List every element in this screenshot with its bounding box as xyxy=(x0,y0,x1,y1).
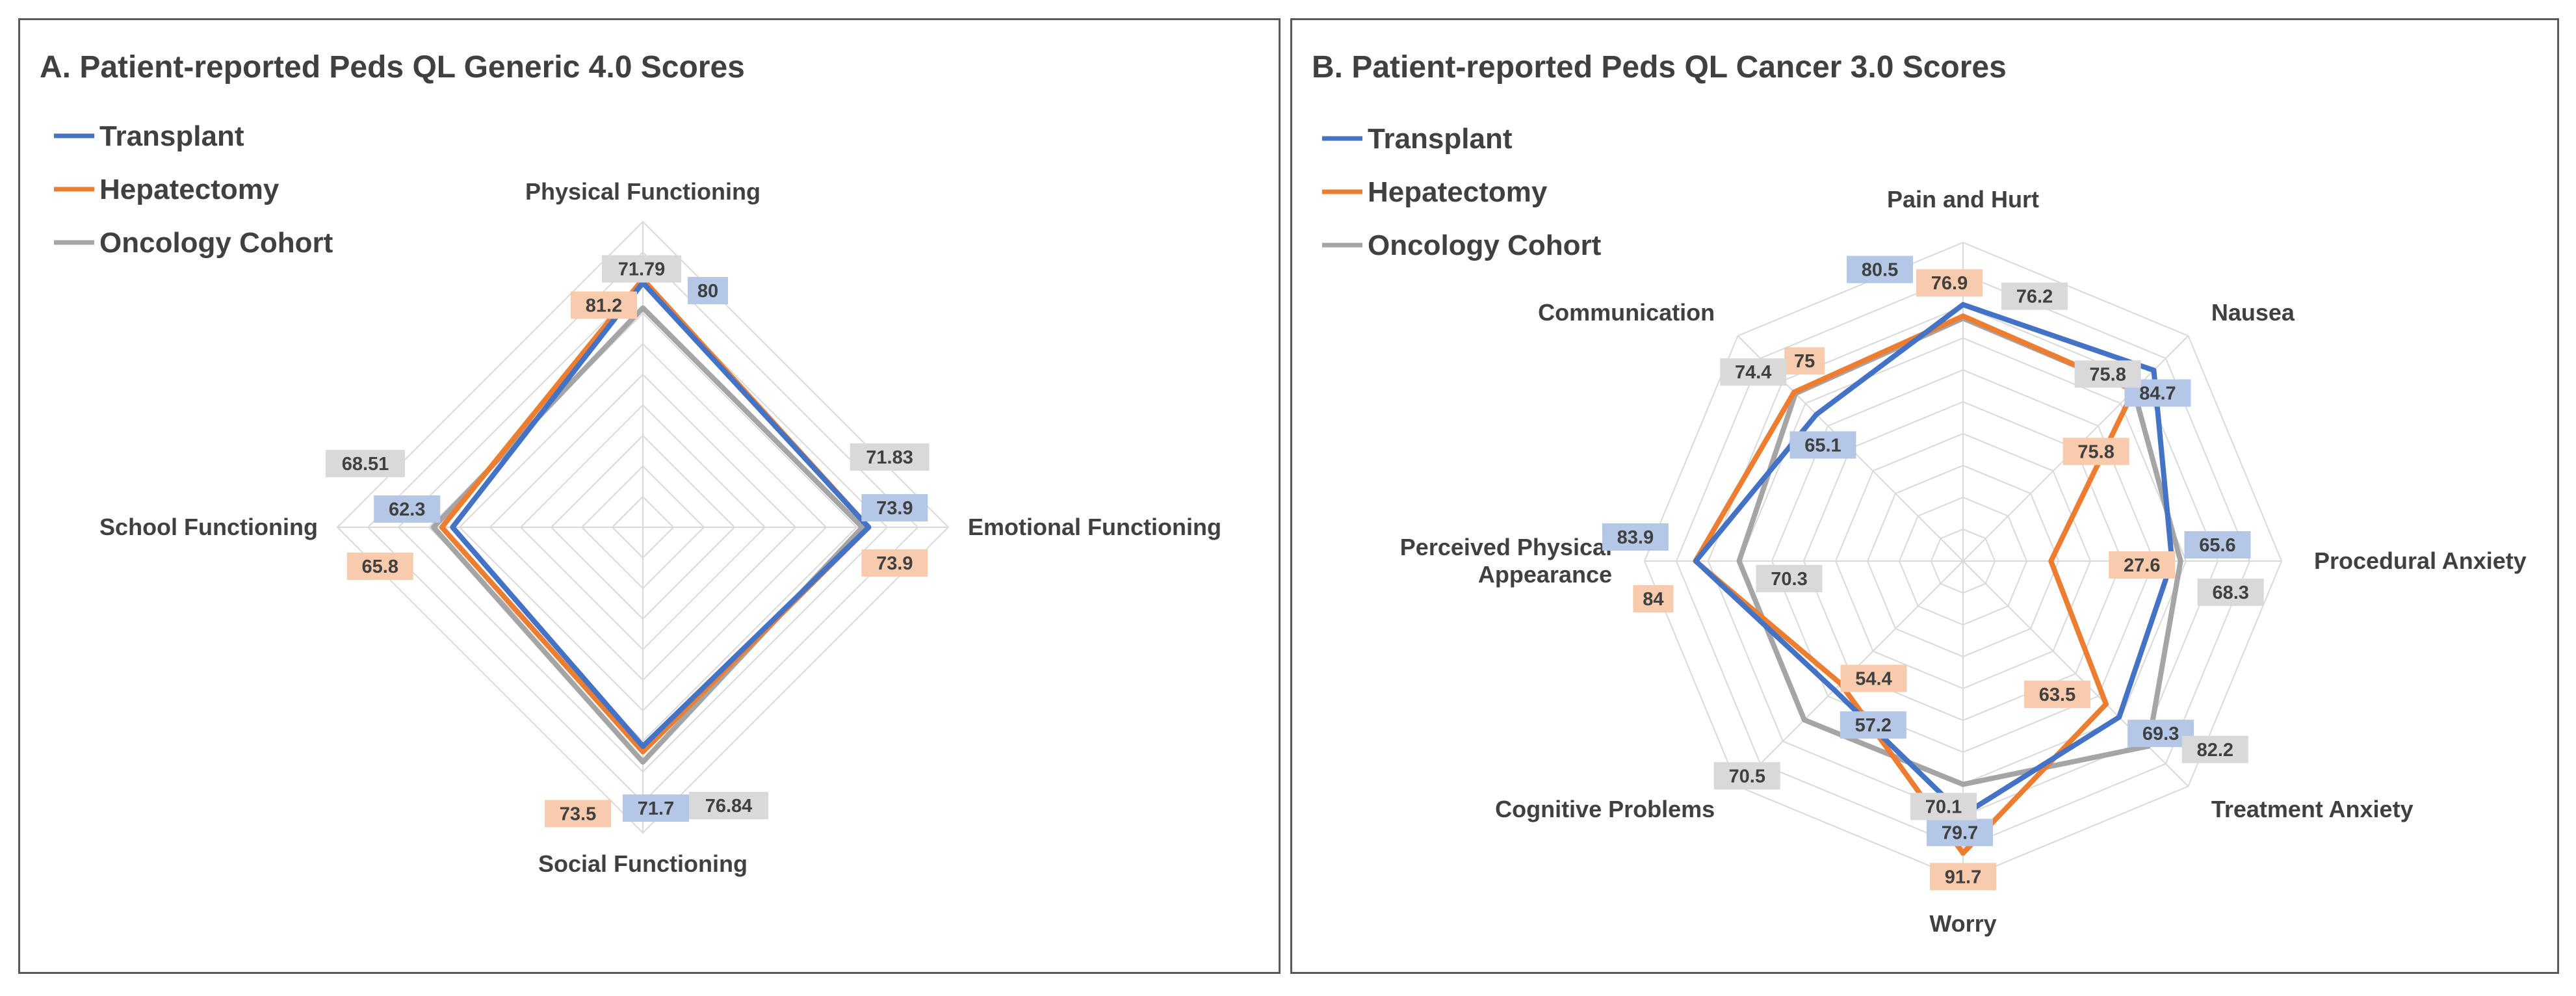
data-label-box xyxy=(2062,438,2129,465)
data-label-transplant: 65.1 xyxy=(1804,435,1841,456)
data-label-box xyxy=(688,277,728,304)
axis-label-communication: Communication xyxy=(1538,299,1715,326)
data-label-hepatectomy: 65.8 xyxy=(362,557,398,577)
data-label-box xyxy=(1916,269,1983,297)
data-label-box xyxy=(2197,579,2264,606)
data-label-box xyxy=(861,494,928,521)
data-label-hepatectomy: 54.4 xyxy=(1855,668,1892,689)
data-label-box xyxy=(2001,282,2068,310)
series-line-transplant xyxy=(450,280,872,749)
data-label-box xyxy=(374,495,441,523)
data-label-hepatectomy: 75 xyxy=(1794,351,1815,372)
axis-label-emotional-functioning: Emotional Functioning xyxy=(968,514,1221,540)
data-label-box xyxy=(1789,431,1856,459)
data-label-box xyxy=(850,443,930,471)
chart-title: A. Patient-reported Peds QL Generic 4.0 … xyxy=(40,50,745,85)
axis-label-worry: Worry xyxy=(1929,910,1996,937)
data-label-oncology-cohort: 75.8 xyxy=(2089,364,2126,385)
data-label-transplant: 80.5 xyxy=(1862,260,1898,281)
legend-label-hepatectomy: Hepatectomy xyxy=(99,174,280,205)
axis-label-treatment-anxiety: Treatment Anxiety xyxy=(2211,796,2413,822)
data-label-box xyxy=(861,549,928,577)
legend-label-oncology-cohort: Oncology Cohort xyxy=(1368,229,1602,261)
data-label-box xyxy=(1784,347,1825,375)
data-label-box xyxy=(1847,256,1913,283)
data-label-oncology-cohort: 74.4 xyxy=(1735,362,1771,383)
data-label-oncology-cohort: 70.5 xyxy=(1729,766,1765,787)
data-label-oncology-cohort: 70.1 xyxy=(1925,796,1962,817)
data-label-box xyxy=(1840,664,1907,692)
data-label-hepatectomy: 73.9 xyxy=(876,553,913,574)
grid-spoke xyxy=(1962,560,2189,787)
data-label-box xyxy=(623,794,689,822)
chart-panel-b: B. Patient-reported Peds QL Cancer 3.0 S… xyxy=(1290,18,2559,974)
data-label-box xyxy=(1927,819,1993,846)
axis-label-nausea: Nausea xyxy=(2211,299,2295,326)
data-label-box xyxy=(326,450,406,477)
axis-label-cognitive-problems: Cognitive Problems xyxy=(1495,796,1715,822)
data-label-transplant: 79.7 xyxy=(1942,823,1978,844)
data-label-oncology-cohort: 68.3 xyxy=(2212,583,2248,603)
data-label-box xyxy=(571,291,637,319)
chart-panel-a: A. Patient-reported Peds QL Generic 4.0 … xyxy=(18,18,1281,974)
data-label-transplant: 84.7 xyxy=(2139,384,2176,404)
data-label-oncology-cohort: 76.84 xyxy=(705,796,753,817)
data-label-hepatectomy: 81.2 xyxy=(586,295,622,316)
data-label-transplant: 57.2 xyxy=(1855,715,1892,736)
data-label-box xyxy=(1633,585,1674,612)
data-label-box xyxy=(346,553,413,580)
data-label-oncology-cohort: 68.51 xyxy=(342,454,389,475)
data-label-box xyxy=(2181,735,2248,763)
legend-label-transplant: Transplant xyxy=(99,120,244,152)
axis-label-physical-functioning: Physical Functioning xyxy=(525,178,761,205)
data-label-box xyxy=(1910,793,1977,820)
data-label-hepatectomy: 73.5 xyxy=(560,804,596,824)
data-label-box xyxy=(602,255,681,283)
data-label-hepatectomy: 76.9 xyxy=(1931,273,1968,294)
data-label-box xyxy=(2024,681,2091,709)
series-line-hepatectomy xyxy=(439,276,872,755)
data-label-box xyxy=(545,800,611,828)
data-label-box xyxy=(1713,762,1780,790)
data-label-box xyxy=(2184,531,2251,558)
data-label-oncology-cohort: 82.2 xyxy=(2197,740,2233,761)
axis-label-social-functioning: Social Functioning xyxy=(538,850,748,877)
data-label-transplant: 80 xyxy=(697,281,718,302)
data-label-box xyxy=(1840,711,1906,739)
chart-title: B. Patient-reported Peds QL Cancer 3.0 S… xyxy=(1312,50,2007,85)
radar-chart-b: B. Patient-reported Peds QL Cancer 3.0 S… xyxy=(1312,50,2527,937)
legend-label-oncology-cohort: Oncology Cohort xyxy=(99,227,333,259)
data-label-box xyxy=(1930,863,1996,891)
axis-label-school-functioning: School Functioning xyxy=(99,514,318,540)
radar-chart-a: A. Patient-reported Peds QL Generic 4.0 … xyxy=(40,50,1221,877)
data-label-box xyxy=(1720,358,1787,386)
data-label-transplant: 71.7 xyxy=(638,798,674,819)
data-label-oncology-cohort: 70.3 xyxy=(1771,569,1807,590)
data-label-hepatectomy: 84 xyxy=(1643,589,1663,610)
data-label-hepatectomy: 91.7 xyxy=(1945,867,1981,887)
data-label-box xyxy=(1602,523,1669,551)
data-label-box xyxy=(2074,360,2141,388)
data-label-box xyxy=(1756,565,1823,592)
data-label-transplant: 65.6 xyxy=(2199,535,2235,556)
axis-label-procedural-anxiety: Procedural Anxiety xyxy=(2314,547,2527,574)
legend-label-transplant: Transplant xyxy=(1368,123,1513,155)
data-label-hepatectomy: 27.6 xyxy=(2124,555,2160,576)
data-label-oncology-cohort: 71.83 xyxy=(866,447,913,468)
data-label-hepatectomy: 63.5 xyxy=(2039,685,2075,705)
data-label-box xyxy=(689,792,768,820)
data-label-transplant: 83.9 xyxy=(1617,527,1654,548)
data-label-oncology-cohort: 71.79 xyxy=(618,259,666,280)
data-label-transplant: 73.9 xyxy=(876,498,913,519)
data-label-hepatectomy: 75.8 xyxy=(2077,441,2114,462)
axis-label-pain-and-hurt: Pain and Hurt xyxy=(1887,186,2039,213)
data-label-oncology-cohort: 76.2 xyxy=(2016,287,2053,308)
legend-label-hepatectomy: Hepatectomy xyxy=(1368,176,1548,208)
series-line-oncology-cohort xyxy=(1736,315,2183,787)
data-label-transplant: 62.3 xyxy=(389,499,425,520)
data-label-box xyxy=(2109,551,2176,579)
data-label-transplant: 69.3 xyxy=(2142,724,2179,744)
